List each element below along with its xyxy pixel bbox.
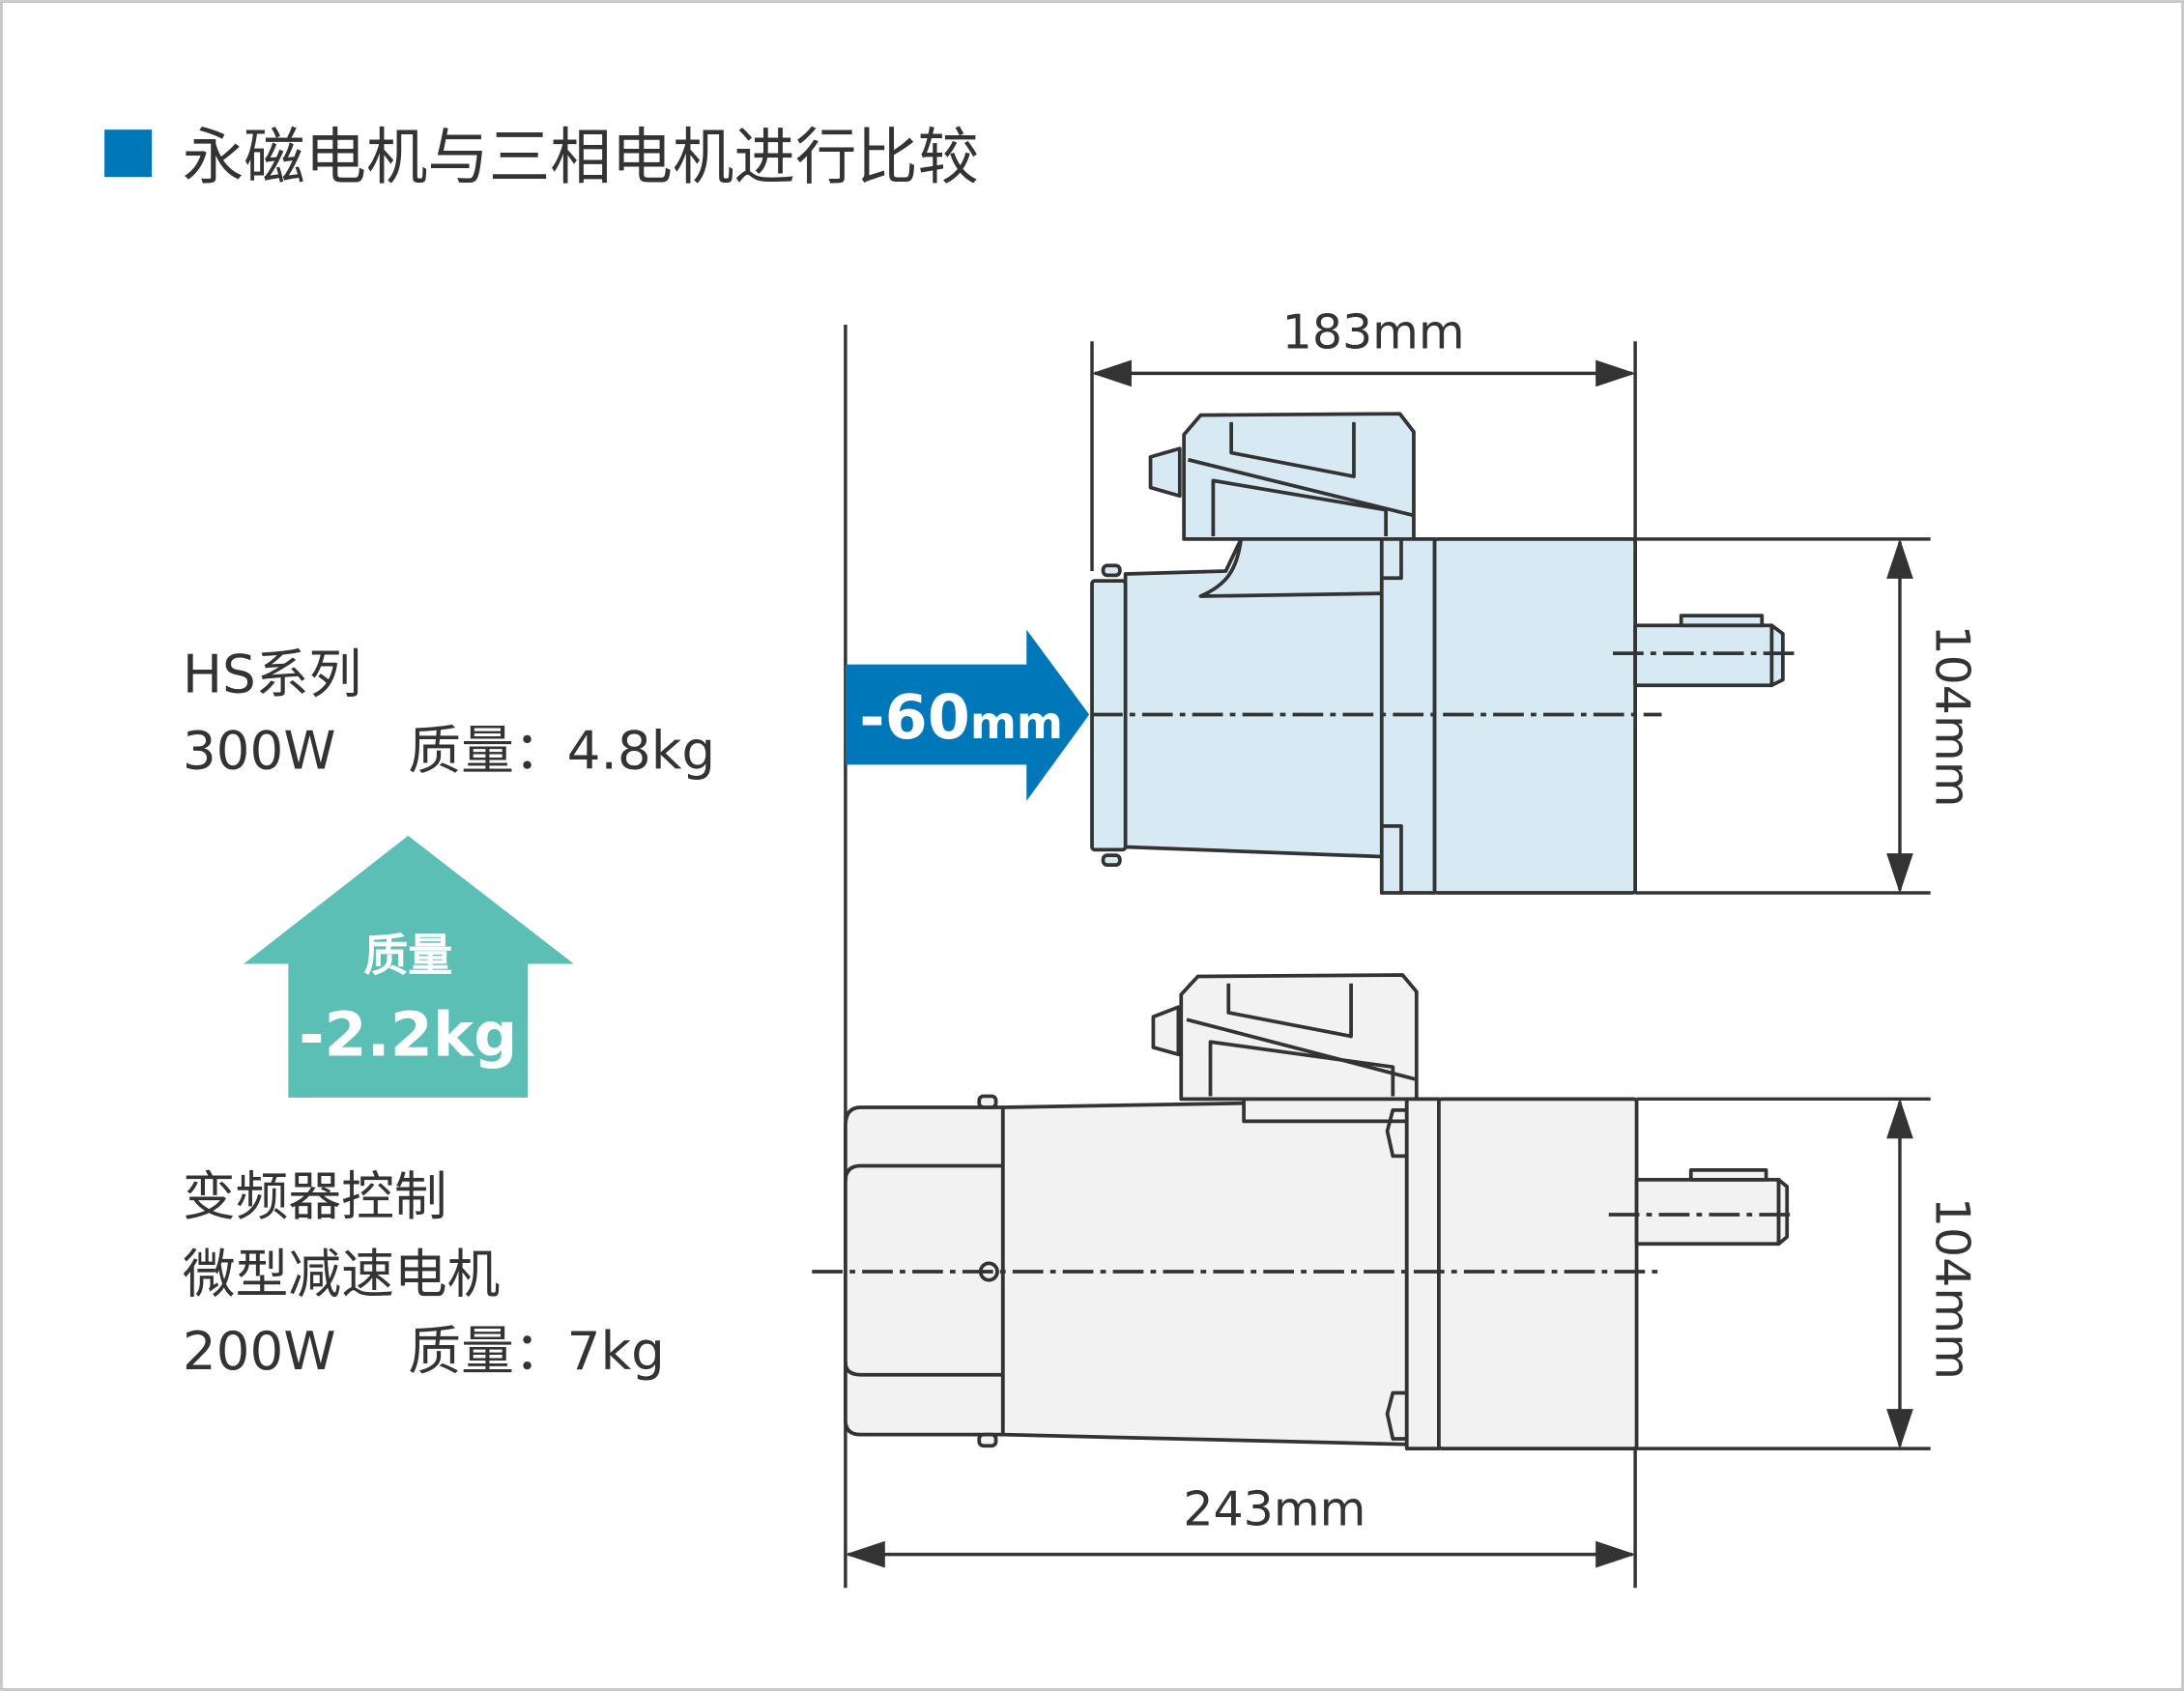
weight-reduction-arrow: 质量 -2.2kg [244, 835, 574, 1098]
hs-motor-weight: 质量：4.8kg [408, 720, 715, 782]
weight-diff-label: 质量 [363, 930, 452, 982]
vfd-length-label: 243mm [1183, 1481, 1365, 1536]
vfd-length-dimension: 243mm [845, 1448, 1637, 1589]
hs-height-dimension: 104mm [1635, 537, 1979, 895]
vfd-motor-name-line2: 微型减速电机 [183, 1244, 501, 1305]
hs-motor-drawing [1090, 412, 1800, 895]
title-square-icon [104, 129, 153, 178]
vfd-height-dimension: 104mm [1636, 1097, 1979, 1450]
hs-motor-power: 300W [183, 720, 336, 782]
vfd-motor-power: 200W [183, 1320, 336, 1382]
vfd-motor-name-line1: 变频器控制 [183, 1165, 447, 1227]
weight-diff-value: -2.2kg [299, 999, 517, 1071]
hs-length-label: 183mm [1282, 304, 1465, 359]
page-title: 永磁电机与三相电机进行比较 [183, 122, 979, 193]
length-diff-value: -60 [859, 681, 970, 753]
length-reduction-arrow: -60mm [845, 629, 1090, 801]
vfd-height-label: 104mm [1924, 1197, 1979, 1380]
hs-motor-name: HS系列 [183, 643, 361, 704]
hs-height-label: 104mm [1924, 624, 1979, 807]
vfd-motor-weight: 质量：7kg [408, 1320, 665, 1382]
vfd-motor-drawing [812, 973, 1797, 1450]
svg-text:-60mm: -60mm [859, 681, 1063, 753]
hs-length-dimension: 183mm [1090, 304, 1637, 572]
length-diff-unit: mm [970, 697, 1063, 749]
